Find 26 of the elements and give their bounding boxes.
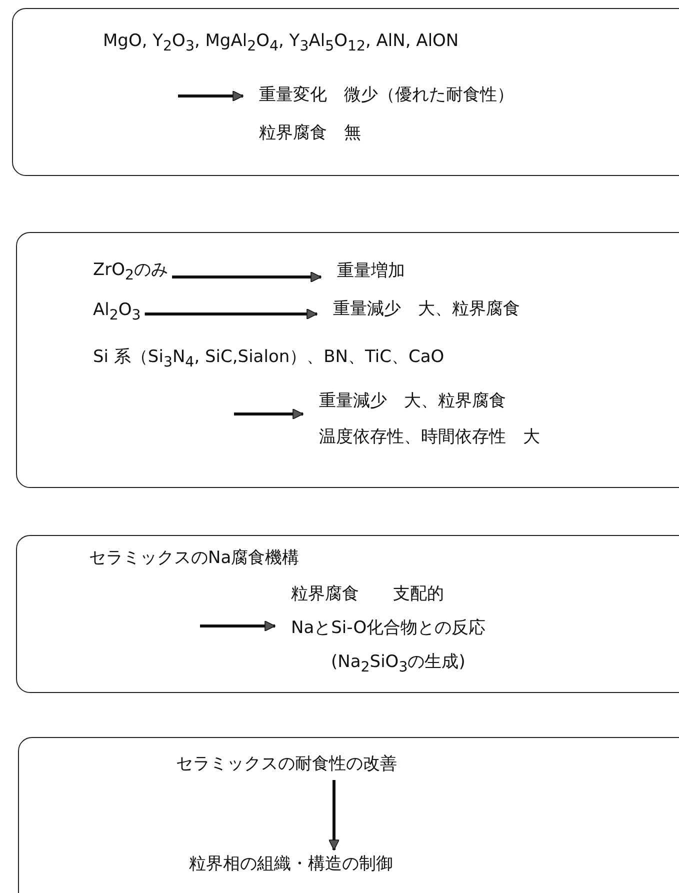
- arrow: [178, 90, 244, 102]
- text-line: 重量減少 大、粒界腐食: [319, 391, 507, 411]
- arrow: [172, 272, 322, 282]
- text-line: 粒界腐食 支配的: [291, 584, 445, 604]
- text-line: (Na$_{2}$SiO$_{3}$の生成): [331, 652, 466, 678]
- text-line: 重量変化 微少（優れた耐食性）: [259, 85, 514, 105]
- arrow: [234, 408, 304, 420]
- text-line: 粒界相の組織・構造の制御: [189, 854, 393, 874]
- arrow: [144, 308, 318, 320]
- text-line: 重量増加: [337, 261, 405, 281]
- text-line: 粒界腐食 無: [259, 123, 362, 143]
- text-line: MgO, Y$_{2}$O$_{3}$, MgAl$_{2}$O$_{4}$, Y$_{3}$Al$_{5}$O$_{12}$, AlN, AlON: [103, 31, 459, 56]
- text-line: NaとSi-O化合物との反応: [291, 618, 486, 638]
- text-line: Si 系（Si$_{3}$N$_{4}$, SiC,Sialon）、BN、TiC、CaO: [93, 347, 444, 372]
- text-line: Al$_{2}$O$_{3}$: [93, 300, 141, 326]
- rounded-panel: [16, 232, 679, 488]
- rounded-panel: [18, 737, 679, 893]
- arrow: [200, 620, 276, 632]
- text-line: 温度依存性、時間依存性 大: [319, 427, 540, 447]
- text-line: 重量減少 大、粒界腐食: [333, 299, 520, 319]
- text-line: セラミックスの耐食性の改善: [176, 754, 397, 774]
- text-line: セラミックスのNa腐食機構: [89, 548, 300, 568]
- text-line: ZrO$_{2}$のみ: [93, 260, 168, 286]
- rounded-panel: [12, 8, 679, 176]
- arrow: [328, 780, 340, 850]
- rounded-panel: [16, 535, 679, 693]
